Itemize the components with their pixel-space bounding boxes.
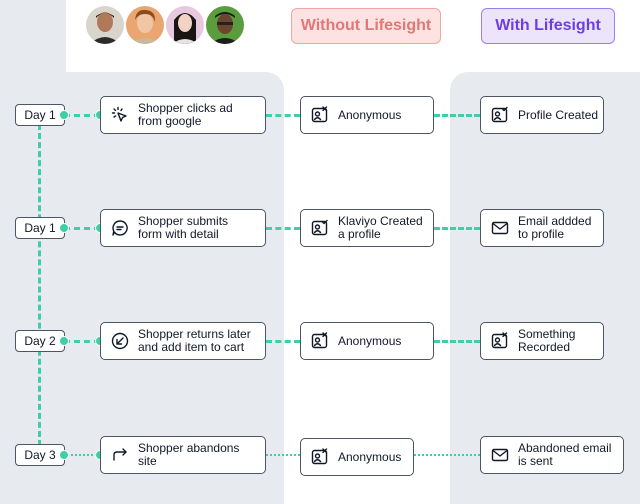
arrow-return-icon: [111, 332, 129, 350]
connector: [64, 340, 100, 343]
step-card-return-cart: Shopper returns later and add item to ca…: [100, 322, 266, 360]
timeline-node: [59, 336, 69, 346]
timeline-node: [59, 450, 69, 460]
without-card-anonymous: Anonymous: [300, 438, 414, 476]
connector: [266, 340, 300, 343]
step-card-form-submit: Shopper submits form with detail: [100, 209, 266, 247]
with-lifesight-header: With Lifesight: [481, 8, 615, 44]
connector: [64, 114, 100, 117]
without-card-anonymous: Anonymous: [300, 322, 434, 360]
without-card-klaviyo: Klaviyo Created a profile: [300, 209, 434, 247]
lifesight-panel: [450, 72, 640, 504]
status-text: Anonymous: [338, 449, 402, 464]
avatar-person-4: [204, 4, 246, 46]
status-text: Klaviyo Created a profile: [338, 214, 423, 241]
timeline-line: [38, 115, 41, 455]
step-text: Shopper submits form with detail: [138, 214, 229, 241]
chat-bubble-icon: [111, 219, 129, 237]
connector: [266, 454, 300, 456]
without-card-anonymous: Anonymous: [300, 96, 434, 134]
with-card-something-recorded: Something Recorded: [480, 322, 604, 360]
status-text: Email addded to profile: [518, 214, 592, 241]
envelope-icon: [491, 219, 509, 237]
without-lifesight-header: Without Lifesight: [291, 8, 441, 44]
avatar-person-2: [124, 4, 166, 46]
with-card-email-added: Email addded to profile: [480, 209, 604, 247]
step-card-ad-click: Shopper clicks ad from google: [100, 96, 266, 134]
day-label: Day 1: [15, 104, 65, 126]
day-label: Day 2: [15, 330, 65, 352]
profile-card-check-icon: [311, 219, 329, 237]
profile-card-x-icon: [311, 106, 329, 124]
timeline-node: [59, 223, 69, 233]
connector: [414, 454, 480, 456]
timeline-node: [59, 110, 69, 120]
cursor-click-icon: [111, 106, 129, 124]
profile-card-check-icon: [491, 106, 509, 124]
day-label: Day 1: [15, 217, 65, 239]
profile-card-x-icon: [311, 332, 329, 350]
status-text: Abandoned email is sent: [518, 441, 612, 468]
with-card-abandoned-email: Abandoned email is sent: [480, 436, 624, 474]
status-text: Profile Created: [518, 107, 599, 122]
envelope-icon: [491, 446, 509, 464]
left-panel-top: [0, 0, 66, 72]
connector: [64, 227, 100, 230]
step-text: Shopper returns later and add item to ca…: [138, 327, 251, 354]
avatar-person-1: [84, 4, 126, 46]
step-card-abandon: Shopper abandons site: [100, 436, 266, 474]
connector: [434, 227, 480, 230]
profile-card-x-icon: [311, 448, 329, 466]
profile-card-x-icon: [491, 332, 509, 350]
connector: [266, 114, 300, 117]
journey-panel: [0, 72, 284, 504]
connector: [64, 454, 100, 456]
status-text: Anonymous: [338, 333, 402, 348]
status-text: Anonymous: [338, 107, 402, 122]
step-text: Shopper clicks ad from google: [138, 101, 233, 128]
status-text: Something Recorded: [518, 327, 576, 354]
avatar-person-3: [164, 4, 206, 46]
with-card-profile-created: Profile Created: [480, 96, 604, 134]
day-label: Day 3: [15, 444, 65, 466]
redo-arrow-icon: [111, 446, 129, 464]
step-text: Shopper abandons site: [138, 441, 240, 468]
connector: [434, 114, 480, 117]
connector: [266, 227, 300, 230]
connector: [434, 340, 480, 343]
